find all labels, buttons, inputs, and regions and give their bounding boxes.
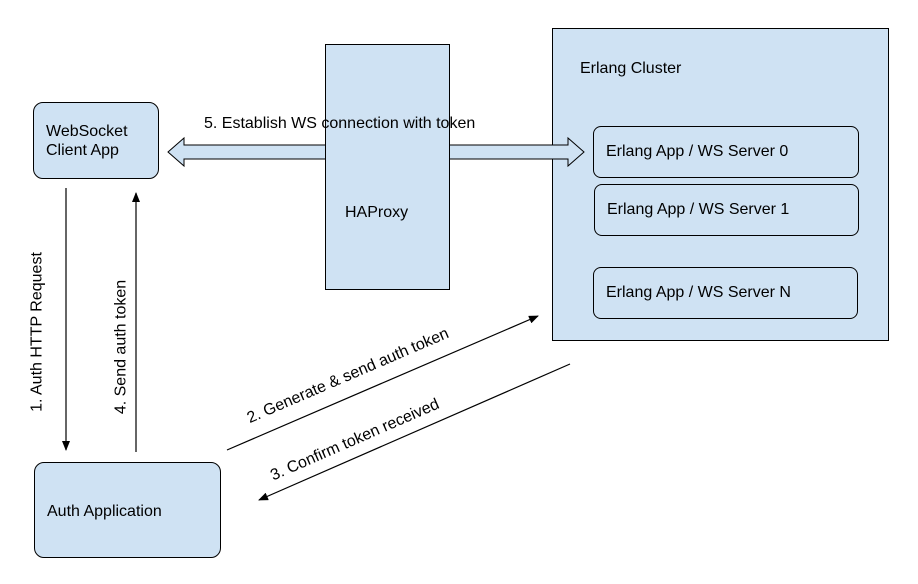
auth-application: Auth Application [34, 462, 221, 558]
haproxy-label: HAProxy [345, 204, 409, 221]
erlang-cluster-label: Erlang Cluster [580, 60, 682, 77]
step4-label: 4. Send auth token [112, 279, 130, 415]
ws-server-1: Erlang App / WS Server 1 [594, 184, 859, 236]
websocket-client-app: WebSocket Client App [33, 102, 159, 179]
haproxy-box: HAProxy [325, 44, 450, 290]
ws-server-n: Erlang App / WS Server N [593, 267, 858, 319]
auth-application-label: Auth Application [47, 503, 162, 520]
step5-label: 5. Establish WS connection with token [204, 115, 476, 132]
generate-token-arrow [226, 315, 539, 451]
step1-label: 1. Auth HTTP Request [28, 252, 46, 412]
confirm-token-arrow [258, 363, 571, 501]
websocket-client-label: WebSocket Client App [46, 123, 128, 159]
ws-server-0: Erlang App / WS Server 0 [593, 126, 859, 178]
